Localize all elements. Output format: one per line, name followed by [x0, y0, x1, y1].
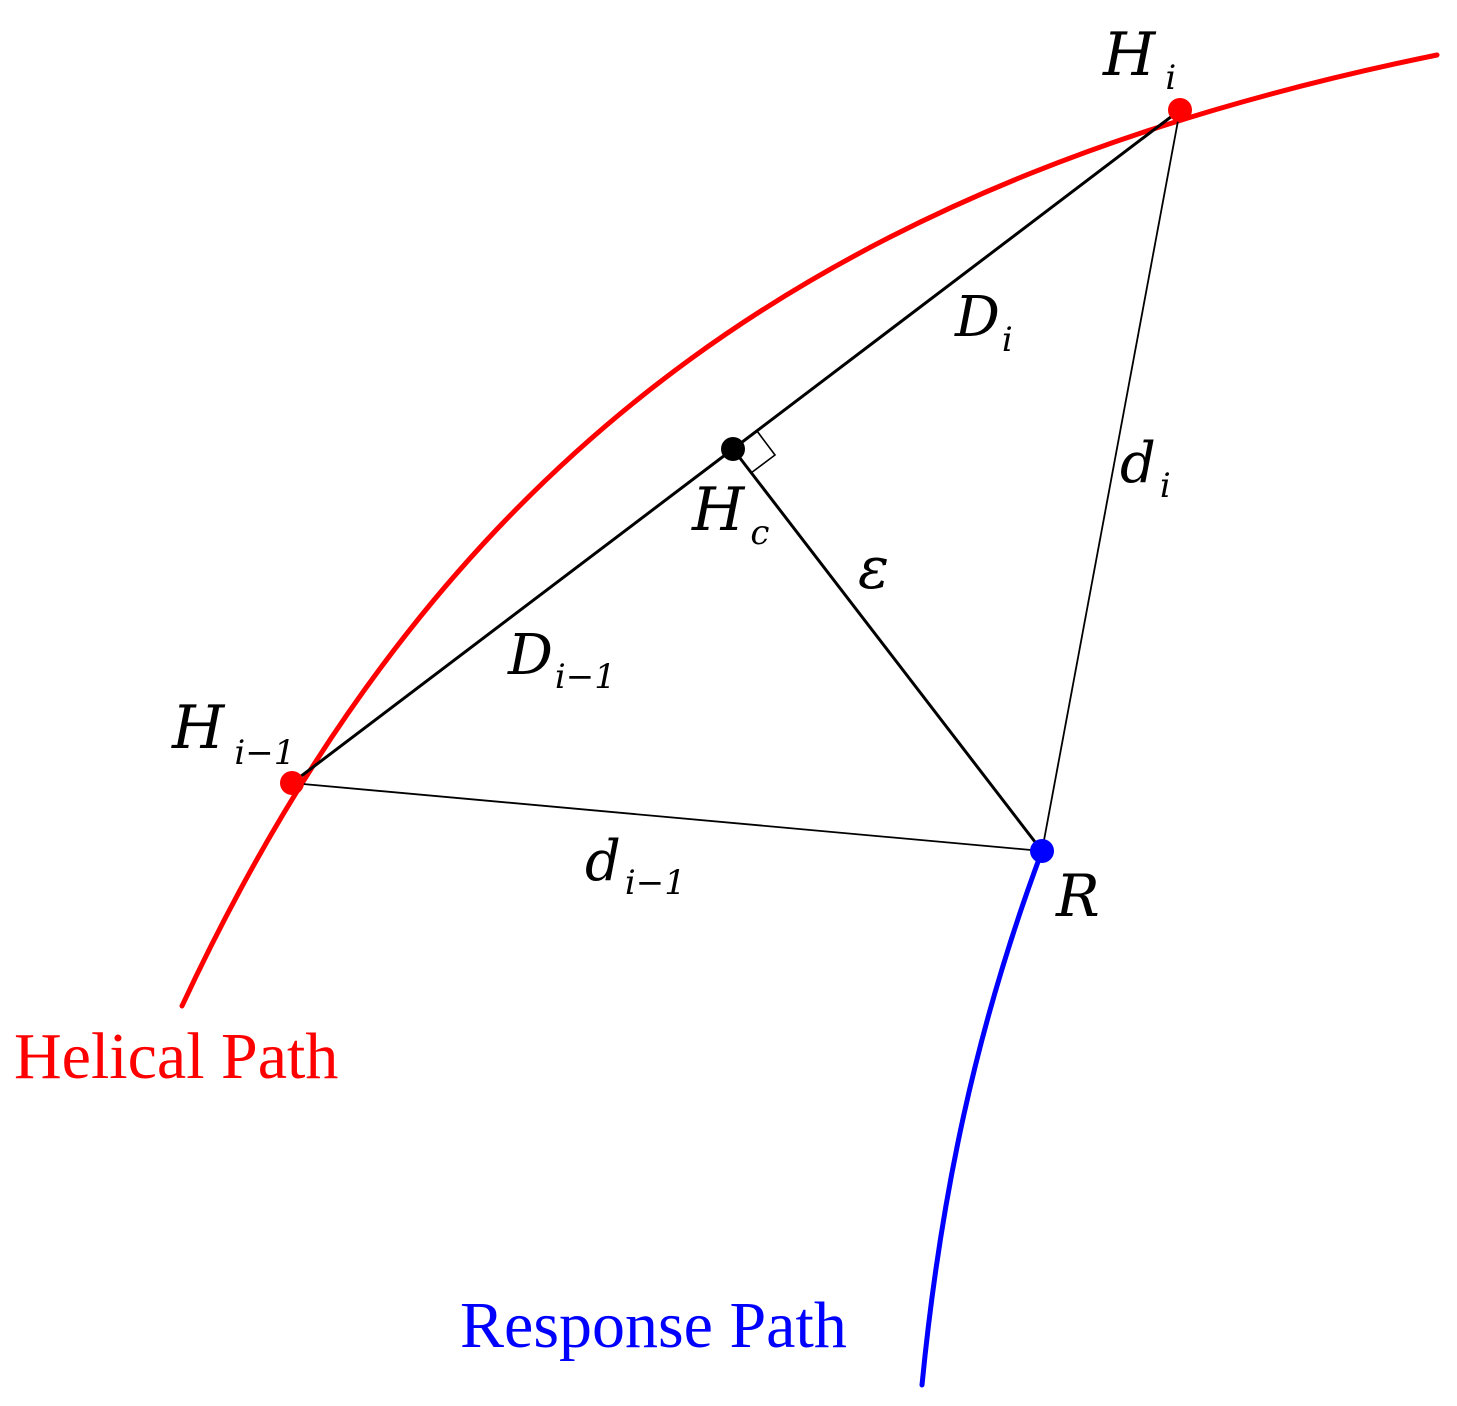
segment-hc-to-r: [731, 448, 1044, 852]
label-r: R: [1055, 862, 1100, 930]
label-d-cap-i-minus-1: Di−1: [507, 623, 616, 697]
right-angle-marker: [750, 430, 777, 474]
point-h-i: [1168, 98, 1192, 122]
point-h-i-minus-1: [280, 771, 304, 795]
helical-path-curve: [179, 52, 1440, 1009]
point-r: [1030, 839, 1054, 863]
response-path-curve: [919, 848, 1045, 1388]
point-h-c: [721, 437, 745, 461]
segment-hi-minus-1-to-hc: [291, 447, 734, 785]
response-path-label: Response Path: [460, 1289, 847, 1362]
segment-hi-to-r: [1041, 109, 1181, 852]
label-epsilon: ε: [858, 534, 889, 602]
segment-hc-to-hi: [732, 108, 1181, 451]
segment-hi-minus-1-to-r: [291, 782, 1043, 852]
helical-path-label: Helical Path: [14, 1020, 338, 1093]
label-d-cap-i: Di: [954, 285, 1013, 360]
